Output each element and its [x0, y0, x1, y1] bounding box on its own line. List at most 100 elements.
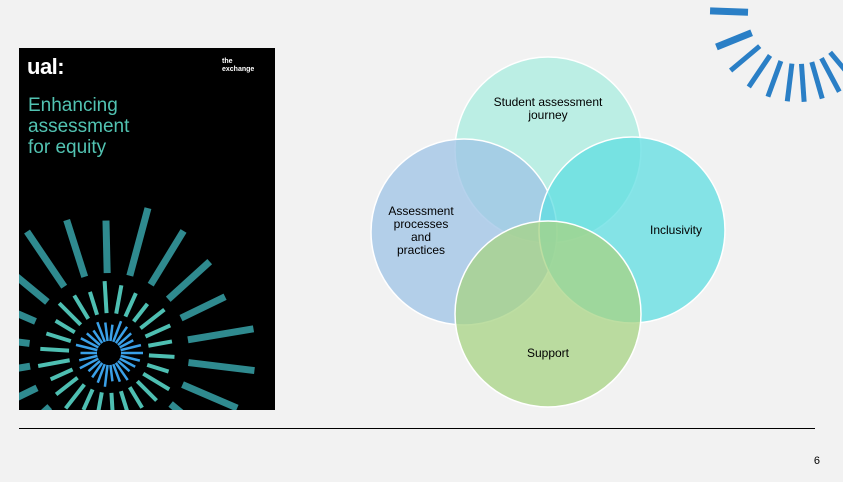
- sunburst-ray: [40, 346, 70, 353]
- sunburst-ray: [86, 332, 101, 346]
- sunburst-ray: [81, 388, 95, 410]
- sunburst-ray: [179, 293, 227, 322]
- sunburst-ray: [19, 384, 39, 401]
- sunburst-ray: [57, 301, 83, 327]
- corner-ray: [728, 44, 762, 73]
- sunburst-ray: [78, 354, 98, 362]
- sunburst-ray: [102, 220, 111, 274]
- sunburst-ray: [147, 339, 173, 348]
- sunburst-ray: [114, 284, 124, 315]
- sunburst-ray: [19, 273, 50, 305]
- label-top-line-2: journey: [528, 108, 568, 122]
- radial-rays-icon: [709, 7, 843, 102]
- sunburst-ray: [103, 364, 109, 387]
- label-top-line-1: Student assessment: [493, 95, 603, 109]
- sunburst-ray: [19, 310, 37, 325]
- sunburst-ray: [75, 343, 98, 352]
- sunburst-ray: [40, 404, 53, 410]
- sunburst-ray: [119, 339, 134, 349]
- sunburst-ray: [187, 325, 255, 344]
- corner-ray: [798, 63, 807, 102]
- sunburst-ray: [54, 376, 79, 397]
- sunburst-ray: [45, 331, 72, 344]
- sunburst-ray: [24, 229, 68, 289]
- sunburst-ray: [135, 379, 158, 402]
- sunburst-ray: [132, 302, 150, 323]
- sunburst-ray: [54, 319, 76, 335]
- sunburst-ray: [119, 390, 129, 410]
- sunburst-ray: [64, 383, 86, 410]
- sunburst-ray: [72, 294, 91, 320]
- sunburst-ray: [142, 371, 171, 392]
- sunburst-ray: [165, 259, 213, 302]
- corner-ray: [819, 56, 842, 93]
- label-left-line-1: Assessment: [388, 204, 454, 218]
- sunburst-ray: [120, 343, 142, 352]
- footer-divider: [19, 428, 815, 429]
- sunburst-ray: [114, 326, 129, 344]
- sunburst-ray: [188, 359, 255, 375]
- sunburst-ray: [112, 363, 122, 383]
- corner-ray: [784, 63, 795, 102]
- sunburst-ray: [148, 353, 175, 359]
- sunburst-ray: [109, 324, 114, 342]
- sunburst-ray: [87, 360, 101, 373]
- corner-ray: [765, 60, 784, 98]
- sunburst-ray: [88, 291, 99, 316]
- sunburst-ray: [139, 307, 166, 330]
- sunburst-ray: [127, 386, 144, 409]
- exchange-brand: the exchange: [222, 58, 270, 74]
- sunburst-ray: [37, 358, 71, 368]
- label-student-assessment-journey: Student assessment journey: [468, 96, 628, 122]
- label-assessment-processes: Assessment processes and practices: [375, 205, 467, 257]
- corner-ray: [715, 29, 753, 51]
- sunburst-ray: [119, 357, 136, 368]
- sunburst-ray: [79, 357, 99, 370]
- sunburst-ray: [112, 320, 123, 343]
- label-inclusivity: Inclusivity: [649, 223, 702, 237]
- label-support: Support: [526, 346, 570, 360]
- sunburst-ray: [96, 391, 104, 410]
- label-left-line-4: practices: [396, 243, 446, 257]
- brand-line-2: exchange: [222, 66, 255, 73]
- sunburst-ray: [96, 321, 106, 343]
- sunburst-ray: [104, 322, 109, 342]
- cover-title-line-2: assessment: [28, 116, 130, 137]
- sunburst-ray: [80, 337, 99, 349]
- page-number: 6: [813, 455, 820, 467]
- corner-ray: [828, 50, 843, 72]
- sunburst-ray: [126, 207, 152, 277]
- sunburst-ray: [117, 332, 132, 346]
- sunburst-ray: [123, 292, 138, 318]
- sunburst-ray: [120, 354, 141, 362]
- sunburst-ray: [146, 362, 170, 374]
- report-cover: ual: the exchange Enhancing assessment f…: [19, 48, 275, 410]
- brand-line-1: the: [222, 58, 233, 65]
- sunburst-ray: [96, 363, 106, 384]
- venn-diagram: Student assessment journey Assessment pr…: [360, 50, 740, 420]
- sunburst-ray: [63, 219, 89, 278]
- corner-ray: [809, 61, 825, 100]
- label-left-line-3: and: [410, 230, 432, 244]
- sunburst-ray: [168, 401, 184, 410]
- sunburst-ray: [92, 329, 104, 344]
- sunburst-ray: [49, 367, 74, 382]
- ual-logo: ual:: [27, 54, 65, 79]
- sunburst-ray: [109, 364, 114, 382]
- cover-title: Enhancing assessment for equity: [28, 95, 228, 158]
- venn-circles: [370, 56, 726, 408]
- sunburst-ray: [19, 362, 31, 372]
- cover-title-line-3: for equity: [28, 137, 107, 158]
- sunburst-ray: [114, 362, 129, 381]
- sunburst-ray: [102, 281, 109, 314]
- label-left-line-2: processes: [393, 217, 449, 231]
- sunburst-icon: [19, 207, 255, 410]
- sunburst-ray: [109, 392, 115, 410]
- sunburst-ray: [91, 362, 104, 379]
- sunburst-ray: [19, 338, 30, 347]
- circle-support: [454, 220, 642, 408]
- corner-ray: [709, 7, 749, 16]
- sunburst-ray: [147, 229, 187, 287]
- cover-title-line-1: Enhancing: [28, 95, 118, 116]
